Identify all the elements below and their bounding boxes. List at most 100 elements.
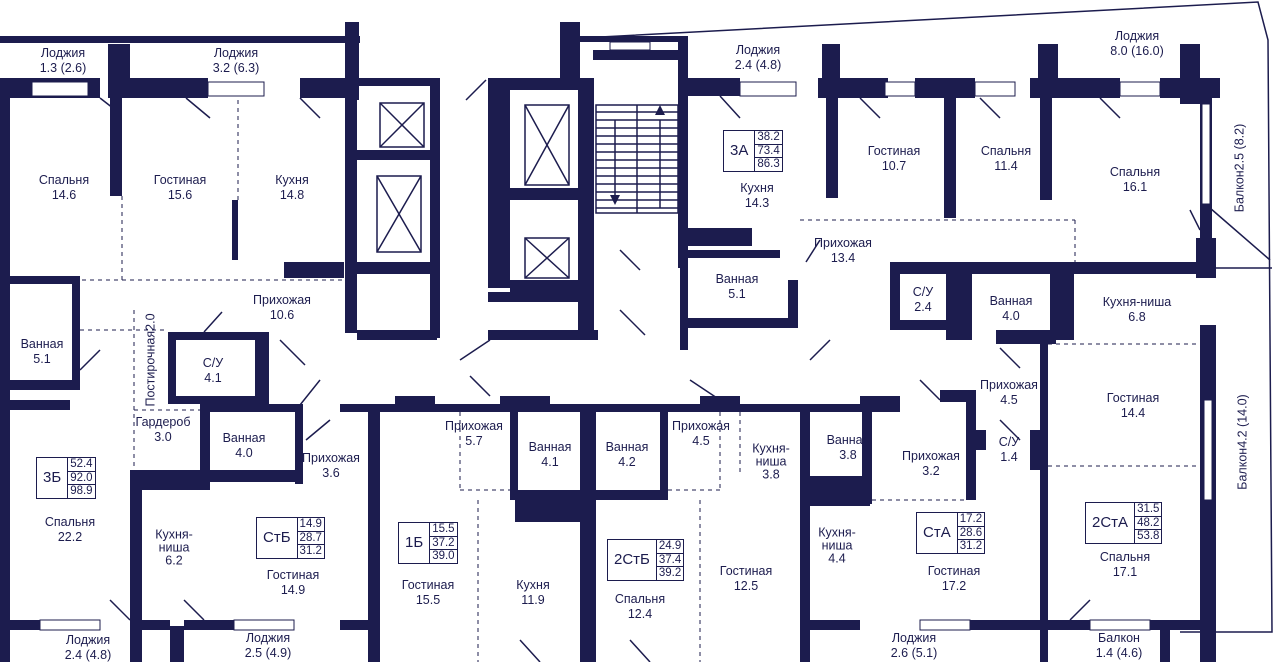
room-label-balcony-1: Балкон2.5 (8.2) [1232, 123, 1247, 213]
wall-su-l [168, 332, 176, 400]
wall-bottom-10 [1160, 630, 1170, 662]
room-label-balcony-2: Балкон4.2 (14.0) [1235, 394, 1250, 490]
wall-bath-left [680, 250, 688, 350]
wall-bath-l-right [72, 276, 80, 386]
wall-gard-bottom [130, 470, 210, 490]
wall-elev-floor [357, 330, 437, 340]
apartment-area-total: 73.4 [755, 144, 782, 158]
apartment-code: СтБ [257, 518, 298, 558]
window-11 [1201, 103, 1211, 205]
wall-bath4-left [510, 404, 518, 500]
window-9 [919, 619, 971, 631]
wall-bath4-counter [515, 500, 585, 522]
wall-elev2-right [578, 78, 594, 338]
apartment-area-living: 38.2 [755, 131, 782, 145]
wall-3b-top [0, 400, 70, 410]
wall-3b-right [130, 470, 142, 662]
wall-top-r4 [1030, 78, 1120, 98]
wall-su-right [946, 270, 972, 340]
apartment-area-total: 37.4 [656, 553, 684, 567]
apartment-code: СтА [917, 513, 958, 553]
wall-core-floor [488, 330, 598, 340]
wall-bottom-6 [810, 620, 860, 630]
wall-elev-top [357, 78, 437, 86]
apartment-area-full: 86.3 [757, 158, 780, 170]
wall-pier-3b [826, 98, 838, 198]
wall-top-left [0, 36, 360, 43]
wall-bath-right [788, 280, 798, 328]
window-2 [207, 81, 265, 97]
apartment-area-living: 31.5 [1135, 503, 1162, 517]
apartment-area-full: 39.0 [432, 550, 455, 562]
wall-shaft-side [345, 98, 357, 333]
apartment-area-full: 31.2 [299, 545, 322, 557]
elevator-2 [376, 175, 422, 253]
wall-sta-left [800, 404, 810, 662]
apartment-code: 2СтА [1086, 503, 1136, 543]
wall-pier-5b [1040, 98, 1052, 200]
wall-corr-r2 [740, 404, 890, 412]
wall-bath3-right [295, 404, 303, 484]
apartment-area-total: 37.2 [430, 536, 457, 550]
wall-bath5-right [660, 404, 668, 500]
wall-window-mid-3 [700, 396, 740, 412]
wall-sta-counter [810, 476, 870, 506]
window-7 [39, 619, 101, 631]
wall-bottom-9 [1150, 620, 1216, 630]
balcony-outline [581, 1, 1273, 633]
window-stair [609, 41, 651, 51]
wall-elev2-bottom [510, 280, 580, 292]
window-10 [1089, 619, 1151, 631]
wall-su-bottom [890, 320, 950, 330]
wall-corr-stub [340, 404, 400, 412]
wall-su-left [890, 262, 900, 330]
wall-corr-r [658, 404, 708, 412]
wall-bottom-8 [1050, 620, 1090, 630]
staircase [595, 104, 679, 214]
wall-elev2-left [488, 78, 510, 288]
apartment-area-full: 31.2 [959, 540, 983, 552]
wall-top-stair [580, 36, 680, 42]
apartment-area-full: 98.9 [70, 485, 93, 497]
window-8 [233, 619, 295, 631]
wall-bath-top [680, 250, 780, 258]
wall-shaft-mid [560, 22, 580, 82]
wall-1b-left [368, 404, 380, 662]
wall-top-r2 [818, 78, 888, 98]
wall-bath3-bottom [210, 470, 300, 482]
wall-bath-l-top [0, 276, 80, 284]
wall-bottom-2 [130, 620, 170, 630]
wall-bottom-3 [170, 626, 184, 662]
wall-kitchen-counter [284, 262, 344, 278]
